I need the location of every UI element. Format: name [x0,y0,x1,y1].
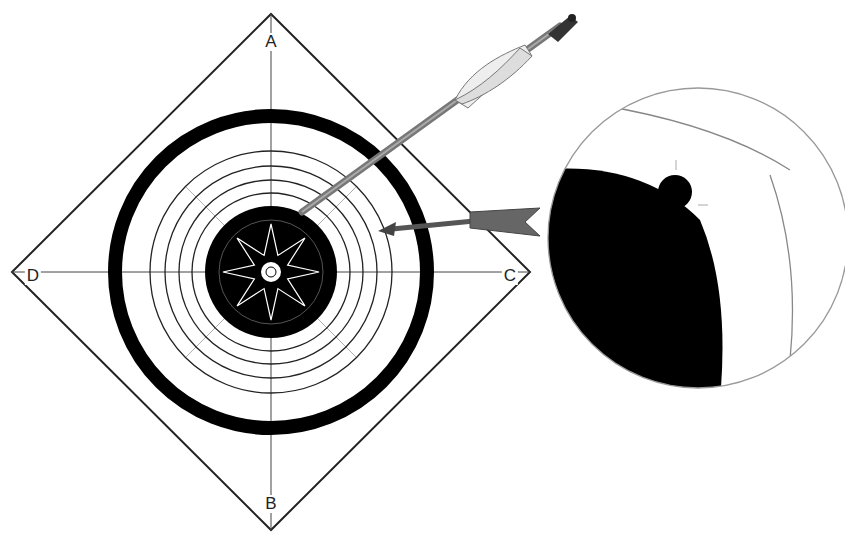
corner-label: A [263,33,278,51]
corner-label: D [25,267,41,285]
star [223,224,319,320]
arrow [378,208,540,236]
zoom-detail [540,80,845,400]
corner-label: B [263,495,278,513]
bullseye [205,206,337,338]
target-frame [12,14,530,530]
corner-label: C [502,267,518,285]
arrow [302,14,578,212]
outer-ring [115,116,427,428]
